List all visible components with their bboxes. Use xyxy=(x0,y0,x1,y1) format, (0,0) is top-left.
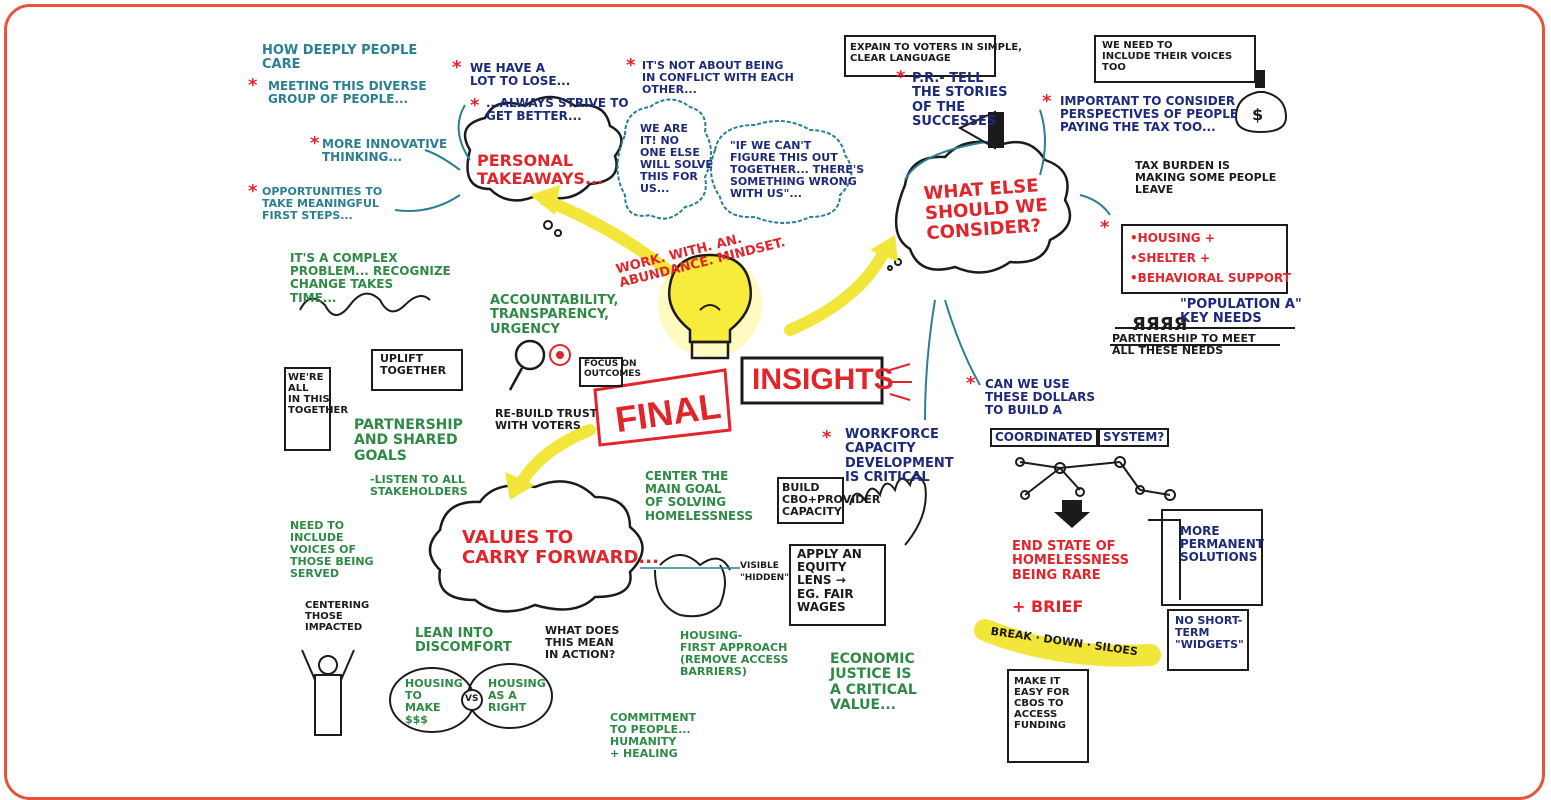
housing-make: HOUSING TO MAKE $$$ xyxy=(405,677,463,727)
personal-cloud xyxy=(463,95,623,202)
if-we-cant-bubble xyxy=(710,120,853,224)
down-arrow-icon xyxy=(1054,500,1090,528)
star-icon: * xyxy=(626,55,636,76)
lightbulb-icon xyxy=(658,253,762,360)
star-icon: * xyxy=(452,57,462,78)
arrow-to-personal xyxy=(539,194,686,286)
how-deeply: HOW DEEPLY PEOPLE CARE xyxy=(262,43,418,73)
visible-label: VISIBLE xyxy=(740,561,779,571)
equity-lens: APPLY AN EQUITY LENS → eg. FAIR WAGES xyxy=(797,547,862,614)
housing-first: HOUSING- FIRST APPROACH (REMOVE ACCESS B… xyxy=(680,629,789,679)
always-strive: ...ALWAYS STRIVE TO GET BETTER... xyxy=(486,96,629,124)
arrow-to-consider xyxy=(784,244,891,336)
partnership-needs: PARTNERSHIP TO MEET ALL THESE NEEDS xyxy=(1112,332,1256,358)
star-icon: * xyxy=(248,75,258,96)
star-icon: * xyxy=(1100,217,1110,238)
arrow-to-values xyxy=(514,424,596,491)
vs-label: VS xyxy=(465,694,479,704)
meeting-diverse: MEETING THIS DIVERSE GROUP OF PEOPLE... xyxy=(268,79,427,107)
break-down-highlight xyxy=(974,619,1161,667)
lean-discomfort: LEAN INTO DISCOMFORT xyxy=(415,626,512,656)
include-voices: WE NEED TO INCLUDE THEIR VOICES TOO xyxy=(1102,40,1233,73)
insights-title: INSIGHTS xyxy=(752,363,894,396)
economic-justice: ECONOMIC JUSTICE IS A CRITICAL VALUE... xyxy=(830,651,917,714)
perspectives: IMPORTANT TO CONSIDER PERSPECTIVES OF PE… xyxy=(1060,94,1239,135)
squiggle-icon xyxy=(299,292,431,316)
consider-cloud xyxy=(894,140,1072,274)
star-icon: * xyxy=(248,181,258,202)
need-housing: •HOUSING + xyxy=(1130,231,1215,245)
hands-icon xyxy=(849,474,927,546)
iceberg-icon xyxy=(654,554,731,618)
values-title: VALUES TO CARRY FORWARD... xyxy=(462,527,659,568)
need-voices: NEED TO INCLUDE VOICES OF THOSE BEING SE… xyxy=(290,519,374,581)
commitment: COMMITMENT TO PEOPLE... HUMANITY + HEALI… xyxy=(610,711,697,761)
lot-to-lose: WE HAVE A LOT TO LOSE... xyxy=(470,61,571,89)
system: SYSTEM? xyxy=(1098,428,1170,448)
star-icon: * xyxy=(470,95,480,116)
not-conflict: IT'S NOT ABOUT BEING IN CONFLICT WITH EA… xyxy=(642,59,794,97)
sketch-drawings: $ ЯЯЯЯ xyxy=(284,35,1295,763)
star-icon: * xyxy=(310,133,320,154)
svg-text:$: $ xyxy=(1252,105,1263,124)
center-goal: CENTER THE MAIN GOAL OF SOLVING HOMELESS… xyxy=(645,469,753,523)
more-permanent: MORE PERMANENT SOLUTIONS xyxy=(1180,524,1264,565)
we-are-it: WE ARE IT! NO ONE ELSE WILL SOLVE THIS F… xyxy=(640,122,713,196)
we-are-it-bubble xyxy=(616,98,712,220)
population-a: "POPULATION A" KEY NEEDS xyxy=(1180,297,1302,327)
consider-title: WHAT ELSE SHOULD WE CONSIDER? xyxy=(923,175,1049,244)
workforce: WORKFORCE CAPACITY DEVELOPMENT IS CRITIC… xyxy=(845,427,954,485)
star-icon: * xyxy=(822,427,832,448)
hidden-label: "HIDDEN" xyxy=(740,573,789,583)
listen: -LISTEN TO ALL STAKEHOLDERS xyxy=(370,473,468,499)
were-all: WE'RE ALL IN THIS TOGETHER xyxy=(288,372,349,416)
star-icon: * xyxy=(1042,91,1052,112)
need-behavioral: •BEHAVIORAL SUPPORT xyxy=(1130,271,1291,285)
partnership: PARTNERSHIP AND SHARED GOALS xyxy=(354,417,463,464)
tax-burden: TAX BURDEN IS MAKING SOME PEOPLE LEAVE xyxy=(1135,159,1277,197)
opportunities: OPPORTUNITIES TO TAKE MEANINGFUL FIRST S… xyxy=(262,185,383,223)
can-we-use: CAN WE USE THESE DOLLARS TO BUILD A xyxy=(985,377,1096,418)
rebuild-trust: RE-BUILD TRUST WITH VOTERS xyxy=(495,407,598,433)
explain-voters: EXPAIN TO VOTERS IN SIMPLE, CLEAR LANGUA… xyxy=(850,42,1022,64)
uplift: UPLIFT TOGETHER xyxy=(380,352,447,378)
end-state: END STATE OF HOMELESSNESS BEING RARE xyxy=(1012,539,1129,583)
star-icon: * xyxy=(966,373,976,394)
money-bag-icon: $ xyxy=(1234,70,1288,134)
megaphone-icon xyxy=(957,110,1004,150)
what-does: WHAT DOES THIS MEAN IN ACTION? xyxy=(545,624,620,662)
no-short-term: NO SHORT- TERM "WIDGETS" xyxy=(1175,614,1244,652)
innovative: MORE INNOVATIVE THINKING... xyxy=(322,137,448,165)
pr-stories: P.R.- TELL THE STORIES OF THE SUCCESSES xyxy=(912,71,1008,129)
final-banner xyxy=(593,368,732,447)
need-shelter: •SHELTER + xyxy=(1130,251,1211,265)
target-icon xyxy=(549,344,571,366)
magnifier-icon xyxy=(514,339,546,371)
coordinated: COORDINATED xyxy=(990,428,1098,448)
focus-outcomes: FOCUS ON OUTCOMES xyxy=(584,359,641,379)
accountability: ACCOUNTABILITY, TRANSPARENCY, URGENCY xyxy=(490,293,619,337)
brief: + BRIEF xyxy=(1012,597,1084,616)
insights-banner xyxy=(740,356,884,405)
people-icon: ЯЯЯЯ xyxy=(1132,314,1187,335)
make-easy: MAKE IT EASY FOR CBOs TO ACCESS FUNDING xyxy=(1014,676,1070,731)
personal-title: PERSONAL TAKEAWAYS... xyxy=(477,151,604,188)
build-cbo: BUILD CBO+PROVIDER CAPACITY xyxy=(782,481,881,519)
housing-right: HOUSING AS A RIGHT xyxy=(488,677,546,715)
network-icon xyxy=(1015,456,1176,501)
if-we-cant: "IF WE CAN'T FIGURE THIS OUT TOGETHER...… xyxy=(730,139,865,201)
centering: CENTERING THOSE IMPACTED xyxy=(305,600,370,633)
complex-problem: IT'S A COMPLEX PROBLEM... RECOGNIZE CHAN… xyxy=(290,251,451,305)
star-icon: * xyxy=(896,67,906,88)
person-icon xyxy=(301,649,355,736)
